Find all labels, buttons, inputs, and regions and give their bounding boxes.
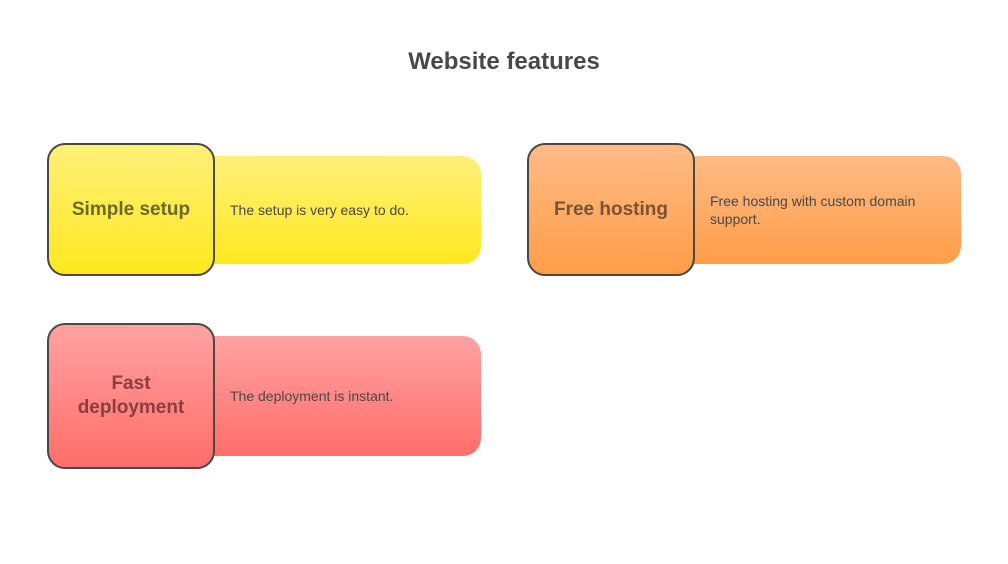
feature-description: The deployment is instant. (230, 388, 394, 404)
feature-title: Fast deployment (77, 373, 185, 418)
feature-description: Free hosting with custom domain support. (710, 193, 916, 227)
feature-description-panel: The setup is very easy to do. (197, 156, 481, 264)
feature-title: Free hosting (553, 198, 668, 220)
feature-title-tile: Fast deployment (47, 323, 215, 469)
feature-card-fast-deployment: The deployment is instant. Fast deployme… (47, 323, 481, 469)
feature-title-tile: Simple setup (47, 143, 215, 276)
feature-description-panel: Free hosting with custom domain support. (677, 156, 961, 264)
feature-title-tile: Free hosting (527, 143, 695, 276)
feature-title: Simple setup (71, 198, 191, 220)
feature-description-panel: The deployment is instant. (197, 336, 481, 456)
diagram-title: Website features (408, 48, 600, 75)
feature-description: The setup is very easy to do. (230, 202, 409, 218)
feature-card-simple-setup: The setup is very easy to do. Simple set… (47, 143, 481, 276)
feature-card-free-hosting: Free hosting with custom domain support.… (527, 143, 961, 276)
